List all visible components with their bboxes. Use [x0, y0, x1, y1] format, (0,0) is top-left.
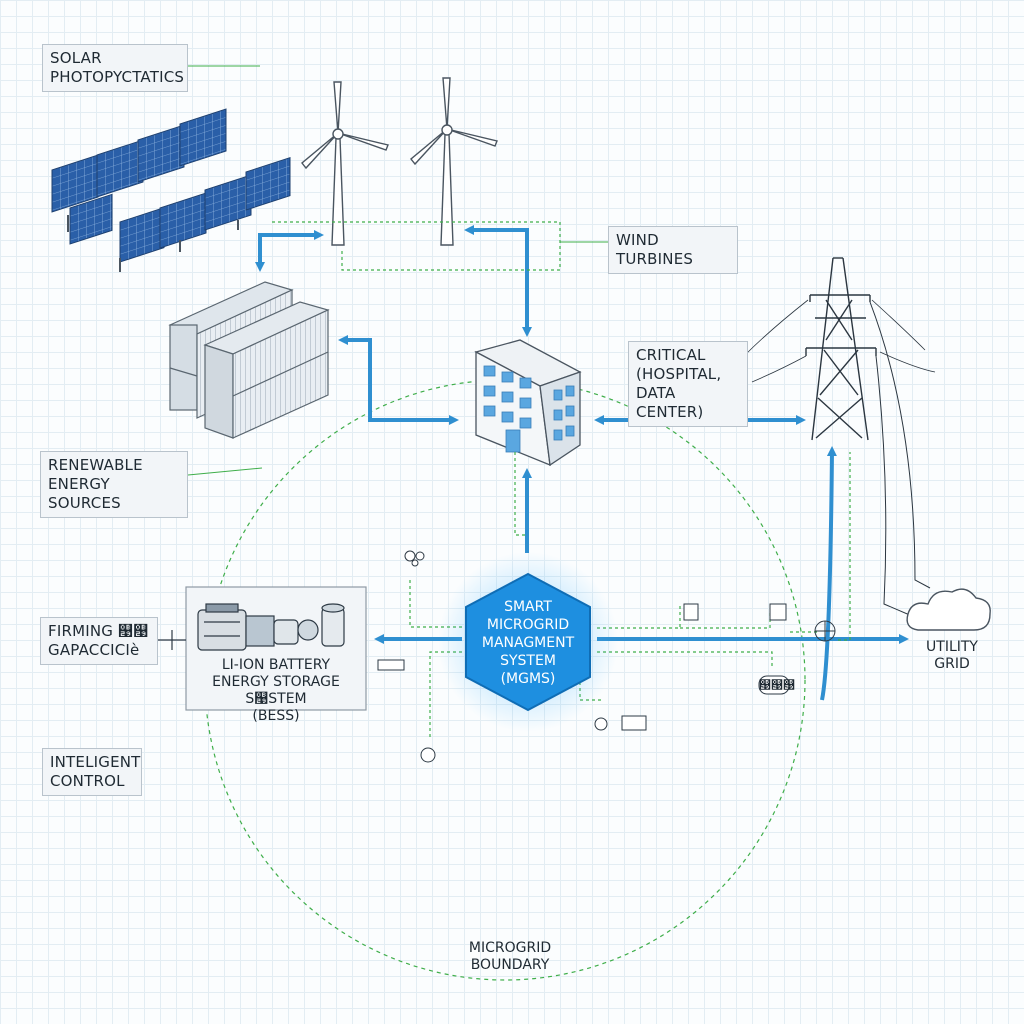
- cloud-icon: [906, 588, 991, 631]
- label-renewable-energy-sources: RENEWABLE ENERGY SOURCES: [40, 451, 188, 518]
- label-leader-lines: [187, 65, 608, 476]
- firming-connector: [158, 630, 186, 650]
- solar-panel-array-icon: [51, 108, 291, 272]
- label-bess: LI-ION BATTERY ENERGY STORAGE S଩STEM (BE…: [212, 657, 340, 724]
- label-critical-load: CRITICAL (HOSPITAL, DATA CENTER): [628, 341, 748, 427]
- mgms-hexagon[interactable]: [465, 572, 591, 712]
- label-mgms: SMART MICROGRID MANAGMENT SYSTEM (MGMS): [481, 599, 575, 687]
- transmission-tower-icon: [744, 257, 936, 617]
- label-utility-grid: UTILITY GRID: [926, 639, 978, 672]
- wind-turbine-icon: [301, 77, 498, 246]
- label-wind-turbines: WIND TURBINES: [608, 226, 738, 274]
- container-storage-icon: [168, 281, 330, 439]
- generator-icon: [197, 603, 345, 651]
- label-solar-photovoltaics: SOLAR PHOTOPYCTATICS: [42, 44, 188, 92]
- meter-icon: [758, 675, 790, 695]
- microgrid-boundary: [204, 379, 806, 981]
- label-intelligent-control: INTELIGENT CONTROL: [42, 748, 142, 796]
- label-microgrid-boundary: MICROGRID BOUNDARY: [468, 940, 552, 973]
- meter-readout: ଩଩଩: [759, 678, 795, 692]
- building-icon: [474, 339, 582, 467]
- sensor-icon: [377, 550, 836, 763]
- label-firming-capacity: FIRMING ଩଩ GAPACCICIè: [40, 617, 158, 665]
